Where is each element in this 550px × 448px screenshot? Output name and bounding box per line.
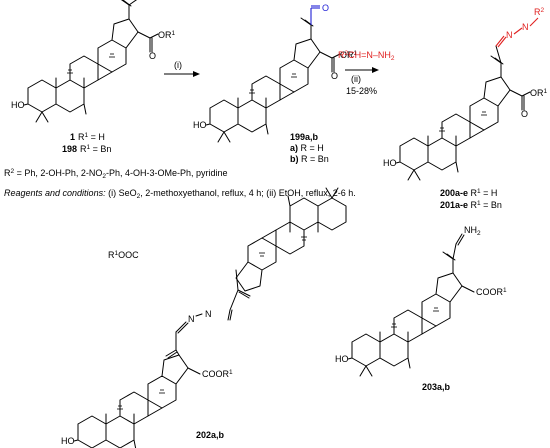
hydrazone-n2: N — [522, 22, 529, 32]
or-label: OR1 — [530, 88, 548, 98]
ho-label: HO — [193, 120, 207, 130]
label-203: 203a,b — [422, 382, 451, 392]
label-199b: b) R = Bn — [290, 154, 329, 164]
label-200: 200a-e R1 = H — [440, 188, 497, 198]
upper-ester: R1OOC — [108, 250, 139, 260]
carbonyl-o: O — [331, 71, 338, 81]
ho-label: HO — [335, 354, 349, 364]
hydrazone-nh2: NH2 — [464, 225, 481, 237]
structure-200-201: N N R2 O OR1 HO — [383, 7, 548, 181]
ho-label: HO — [383, 158, 397, 168]
structure-202-lower: COOR1 HO — [61, 349, 233, 448]
conditions: Reagents and conditions: (i) SeO2, 2-met… — [4, 188, 356, 200]
or-label: OR1 — [158, 30, 176, 40]
lower-ester: COOR1 — [202, 369, 233, 379]
structure-199: O O OR1 HO — [193, 3, 358, 143]
structure-1-198: O OR1 HO — [11, 0, 176, 123]
r2-definition: R2 = Ph, 2-OH-Ph, 2-NO2-Ph, 4-OH-3-OMe-P… — [4, 168, 228, 180]
dimer-n2: N — [188, 314, 195, 324]
step-i-label: (i) — [174, 60, 182, 70]
or-label: OR1 — [340, 50, 358, 60]
label-201: 201a-e R1 = Bn — [440, 200, 502, 210]
structure-202-upper — [235, 187, 347, 292]
aldehyde-o: O — [322, 3, 329, 13]
step-ii-yield: 15-28% — [346, 86, 377, 96]
label-199a: a) R = H — [290, 143, 324, 153]
hydrazone-n1: N — [506, 30, 513, 40]
dimer-n1: N — [205, 309, 212, 319]
carbonyl-o: O — [149, 51, 156, 61]
reagent-label: R2CH=N–NH2 — [338, 50, 395, 62]
label-202: 202a,b — [196, 430, 225, 440]
structure-203: NH2 COOR1 HO — [335, 225, 507, 377]
ester-203: COOR1 — [476, 287, 507, 297]
ho-label: HO — [11, 100, 25, 110]
ho-label: HO — [61, 436, 75, 446]
carbonyl-o: O — [521, 109, 528, 119]
step-ii-label: (ii) — [351, 74, 361, 84]
label-199: 199a,b — [290, 132, 319, 142]
hydrazone-r2: R2 — [534, 7, 545, 17]
